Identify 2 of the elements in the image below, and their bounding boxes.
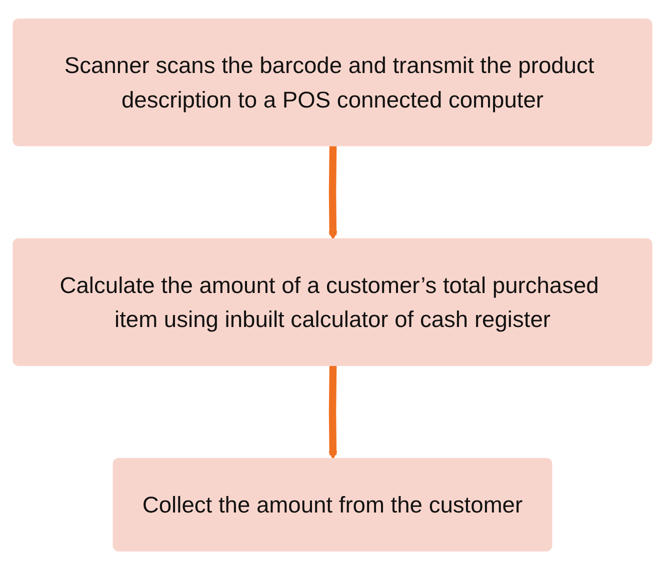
arrow xyxy=(328,366,338,460)
arrow xyxy=(328,146,338,240)
